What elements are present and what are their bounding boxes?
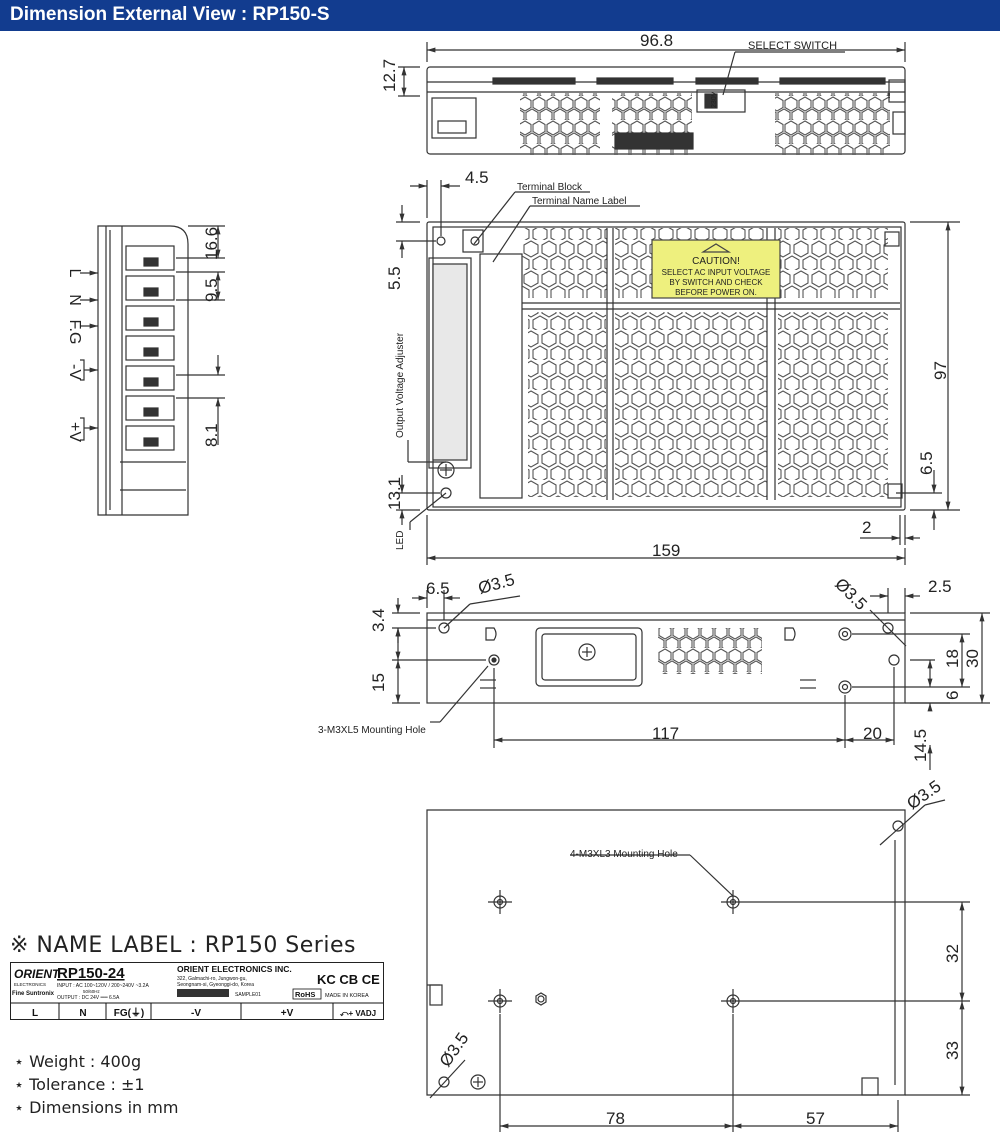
side-label-l: L [66, 269, 83, 278]
brand-fine: Fine Suntronix [12, 991, 55, 997]
side-view [80, 225, 225, 516]
terminal-block-label: Terminal Block [517, 182, 583, 193]
dim-97: 97 [931, 361, 950, 380]
name-label-title: ※ NAME LABEL : RP150 Series [10, 933, 356, 958]
terminal-minus-v: -V [191, 1008, 201, 1019]
caution-line-2: SELECT AC INPUT VOLTAGE [662, 268, 771, 277]
dim-159: 159 [652, 541, 680, 560]
switch-marking: 230V [711, 91, 718, 108]
dim-8-1: 8.1 [202, 423, 221, 447]
dim-13-1: 13.1 [385, 477, 404, 510]
dim-6-5-front: 6.5 [917, 451, 936, 475]
dim-6-5-bottom: 6.5 [426, 579, 450, 598]
page-title: Dimension External View : RP150-S [10, 4, 330, 25]
terminal-plus-v: +V [281, 1008, 294, 1019]
header-bar: Dimension External View : RP150-S [0, 0, 1000, 31]
side-label-n: N [66, 294, 83, 306]
made-in: MADE IN KOREA [325, 993, 369, 999]
terminal-fg: FG(⏚) [114, 1007, 145, 1019]
dia-3-5-bottom-left: Ø3.5 [476, 570, 517, 598]
dim-20: 20 [863, 724, 882, 743]
dim-9-5: 9.5 [202, 278, 221, 302]
dim-15: 15 [369, 673, 388, 692]
dia-3-5-back-top: Ø3.5 [903, 777, 944, 814]
dim-2-5: 2.5 [928, 577, 952, 596]
back-view [426, 799, 970, 1132]
caution-line-1: CAUTION! [692, 256, 740, 267]
bottom-view [392, 588, 990, 770]
dim-5-5: 5.5 [385, 266, 404, 290]
dim-33: 33 [943, 1041, 962, 1060]
side-label-plus-v: +V [66, 422, 83, 442]
dim-6: 6 [943, 691, 962, 700]
address-line-1: 322, Galmachi-ro, Jungwon-gu, [177, 976, 247, 982]
cert-marks: KC CB CE [317, 972, 380, 987]
dim-16-6: 16.6 [202, 227, 221, 260]
dim-117: 117 [652, 724, 679, 743]
dim-14-5: 14.5 [911, 729, 930, 762]
brand-sub: ELECTRONICS [14, 982, 46, 987]
terminal-vadj: ⤺+ VADJ [340, 1009, 376, 1018]
note-weight: ⋆ Weight : 400g [14, 1052, 142, 1071]
side-label-fg: F.G [66, 320, 83, 345]
spec-notes: ⋆ Weight : 400g ⋆ Tolerance : ±1 ⋆ Dimen… [14, 1050, 178, 1119]
name-label-graphic: ORIENT ELECTRONICS Fine Suntronix RP150-… [11, 964, 383, 1019]
dim-32: 32 [943, 944, 962, 963]
caution-line-4: BEFORE POWER ON. [675, 288, 757, 297]
dim-12-7: 12.7 [380, 59, 399, 92]
note-tolerance: ⋆ Tolerance : ±1 [14, 1075, 145, 1094]
led-label: LED [395, 531, 406, 550]
caution-line-3: BY SWITCH AND CHECK [669, 278, 763, 287]
output-rating: OUTPUT : DC 24V ══ 6.5A [57, 995, 120, 1001]
input-rating: INPUT : AC 100~120V / 200~240V ~3.2A [57, 983, 149, 989]
terminal-n: N [79, 1008, 86, 1019]
dim-18: 18 [943, 649, 962, 668]
dim-30: 30 [963, 649, 982, 668]
name-label-plate: ORIENT ELECTRONICS Fine Suntronix RP150-… [10, 962, 384, 1020]
dim-57: 57 [806, 1109, 825, 1128]
dia-3-5-back-bottom: Ø3.5 [436, 1029, 473, 1070]
dia-3-5-bottom-right: Ø3.5 [831, 574, 870, 613]
terminal-l: L [32, 1008, 38, 1019]
output-voltage-adjuster-label: Output Voltage Adjuster [395, 332, 406, 438]
terminal-name-label: Terminal Name Label [532, 196, 627, 207]
address-line-2: Seongnam-si, Gyeonggi-do, Korea [177, 982, 254, 988]
rohs-mark: RoHS [295, 990, 315, 999]
dim-4-5: 4.5 [465, 168, 489, 187]
dim-78: 78 [606, 1109, 625, 1128]
mounting-hole-3-label: 3-M3XL5 Mounting Hole [318, 725, 426, 736]
dim-2: 2 [862, 518, 871, 537]
dim-3-4: 3.4 [369, 608, 388, 632]
side-label-minus-v: -V [66, 364, 83, 380]
dim-96-8: 96.8 [640, 31, 673, 50]
frequency-rating: 50/60Hz [83, 989, 101, 994]
select-switch-label: SELECT SWITCH [748, 40, 837, 52]
mounting-hole-4-label: 4-M3XL3 Mounting Hole [570, 849, 678, 860]
note-units: ⋆ Dimensions in mm [14, 1098, 179, 1117]
sample-code: SAMPLE01 [235, 992, 261, 998]
brand-logo: ORIENT [14, 967, 61, 981]
front-view [396, 180, 960, 565]
company-name: ORIENT ELECTRONICS INC. [177, 964, 292, 974]
top-view [398, 42, 906, 155]
model-number: RP150-24 [57, 965, 125, 982]
